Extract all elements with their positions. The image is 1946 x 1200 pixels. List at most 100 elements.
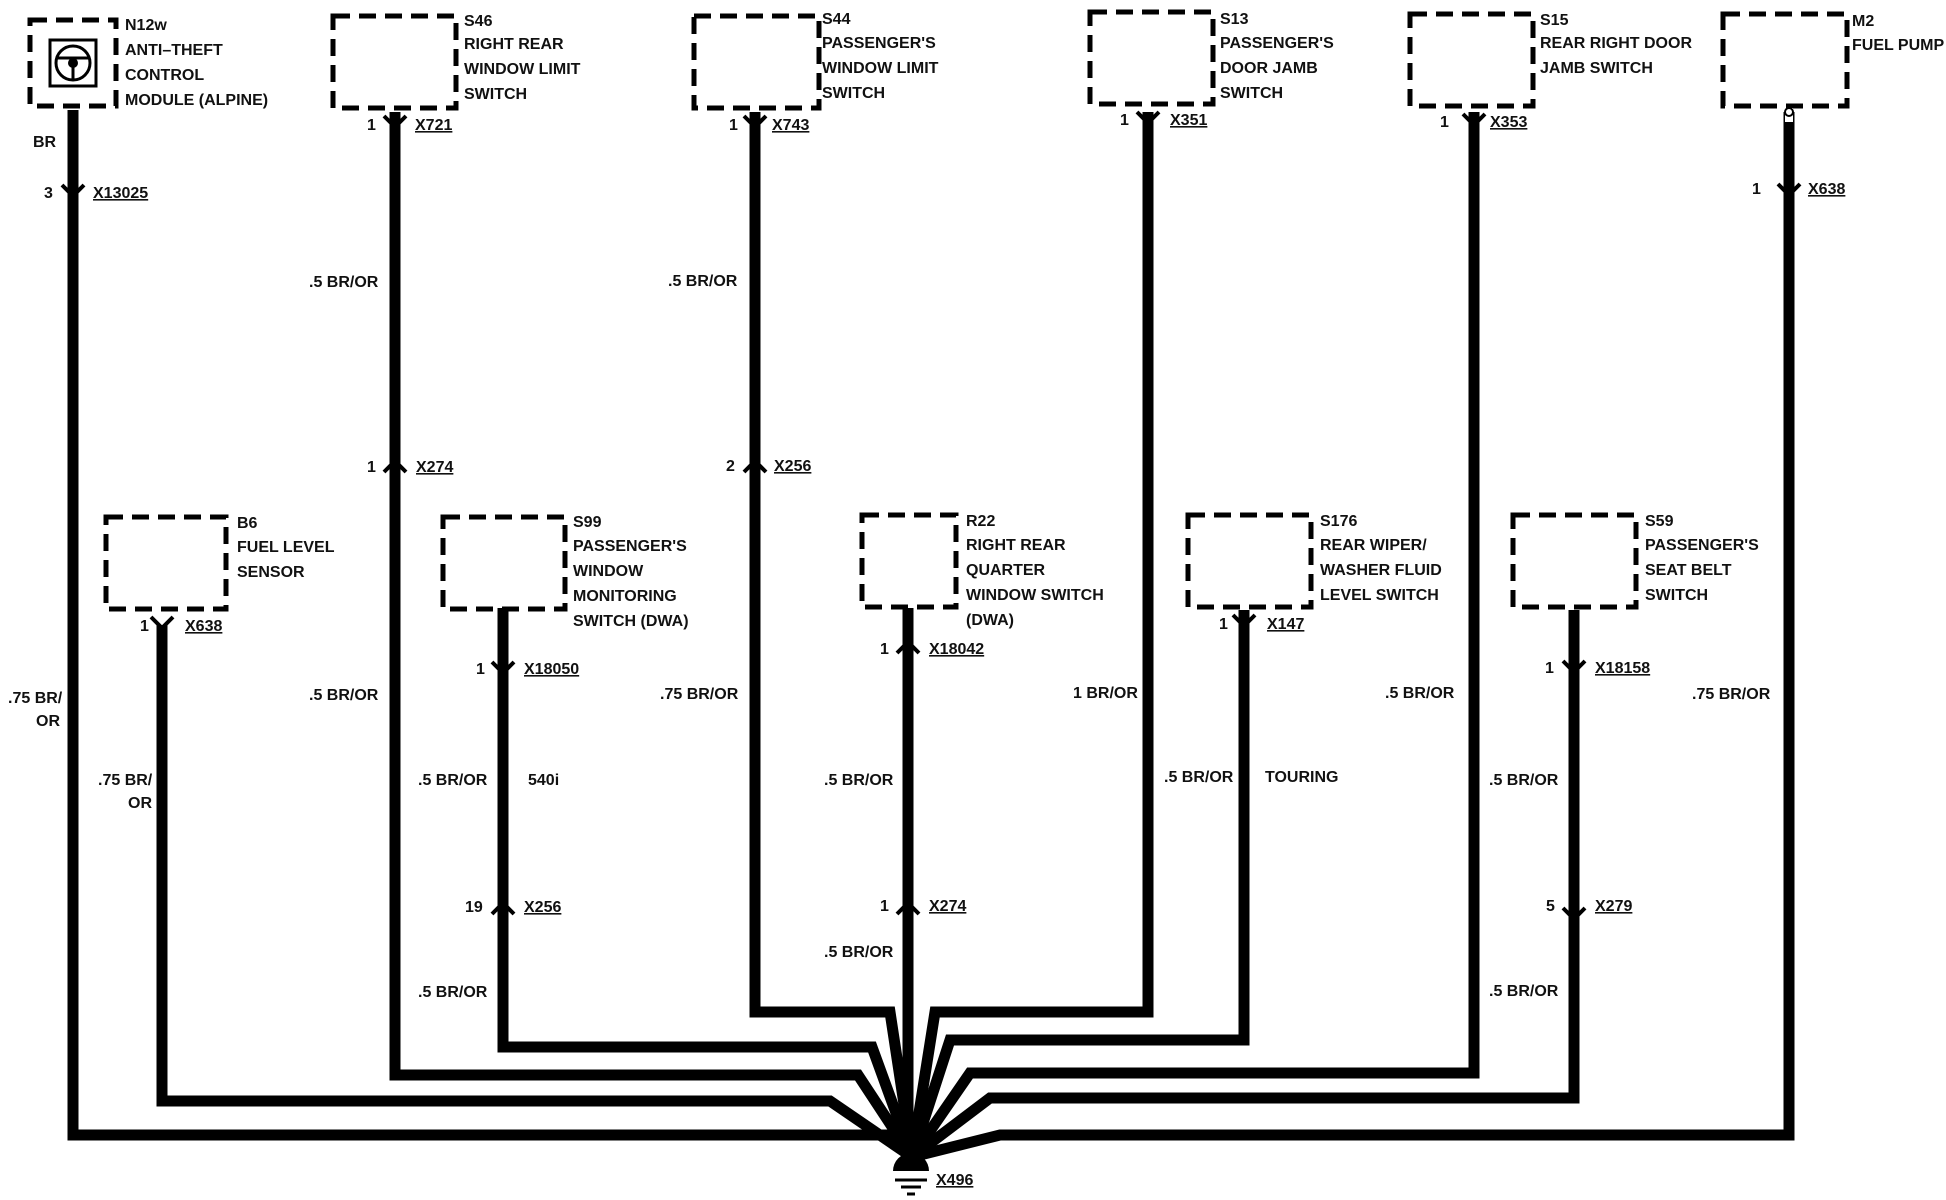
s99-desc-4: SWITCH (DWA)	[573, 613, 689, 630]
wire-s59	[908, 610, 1580, 1162]
x743-mark	[742, 114, 768, 130]
wire-labels: BR .75 BR/ OR .5 BR/OR .5 BR/OR .5 BR/OR…	[8, 134, 1771, 1001]
m2-lead-pin	[1784, 107, 1794, 117]
wire-m2	[910, 112, 1795, 1163]
s15-desc-2: JAMB SWITCH	[1540, 60, 1653, 77]
wire-label-b6-1: .75 BR/	[98, 772, 153, 789]
wire-label-s59-lower: .5 BR/OR	[1489, 983, 1559, 1000]
x279-name: X279	[1595, 898, 1632, 915]
x18042-name: X18042	[929, 641, 984, 658]
wire-label-s176-main: .5 BR/OR	[1164, 769, 1234, 786]
x256-a-mark	[742, 458, 768, 474]
s15-id: S15	[1540, 12, 1569, 29]
s59-box	[1510, 512, 1639, 610]
s13-box	[1087, 9, 1216, 107]
wire-label-s176-note: TOURING	[1265, 769, 1338, 786]
component-labels: N12w ANTI–THEFT CONTROL MODULE (ALPINE) …	[125, 11, 1944, 630]
x274-a-pin: 1	[367, 459, 376, 476]
s44-id: S44	[822, 11, 851, 28]
x147-mark	[1231, 613, 1257, 629]
s13-desc-3: SWITCH	[1220, 85, 1283, 102]
x13025-pin: 3	[44, 185, 53, 202]
wire-label-m2-main: .75 BR/OR	[1692, 686, 1771, 703]
b6-box	[103, 514, 229, 612]
wire-label-s44-lower: .75 BR/OR	[660, 686, 739, 703]
x638-b6-mark	[149, 615, 175, 631]
s44-desc-1: PASSENGER'S	[822, 35, 936, 52]
x18042-mark	[895, 639, 921, 655]
ground-symbol: X496	[893, 1153, 973, 1196]
x274-b-pin: 1	[880, 898, 889, 915]
x353-mark	[1461, 112, 1487, 128]
wire-label-s99-lower: .5 BR/OR	[418, 984, 488, 1001]
s44-desc-3: SWITCH	[822, 85, 885, 102]
r22-box	[859, 512, 959, 610]
wire-label-n12w-2: OR	[36, 713, 60, 730]
b6-id: B6	[237, 515, 258, 532]
s59-desc-3: SWITCH	[1645, 587, 1708, 604]
s59-desc-1: PASSENGER'S	[1645, 537, 1759, 554]
x743-name: X743	[772, 117, 809, 134]
x638-b6-name: X638	[185, 618, 222, 635]
s46-desc-1: RIGHT REAR	[464, 36, 564, 53]
s99-box	[440, 514, 568, 612]
wires	[67, 110, 1795, 1163]
s46-desc-3: SWITCH	[464, 86, 527, 103]
x18050-mark	[490, 660, 516, 676]
x256-a-name: X256	[774, 458, 811, 475]
x256-b-mark	[490, 900, 516, 916]
x256-b-name: X256	[524, 899, 561, 916]
connector-labels: 3 X13025 1 X721 1 X743 1 X351 1 X353 1 X…	[44, 112, 1845, 916]
n12w-box	[27, 17, 119, 109]
x638-b6-pin: 1	[140, 618, 149, 635]
steering-wheel-icon-frame	[48, 38, 98, 88]
x147-pin: 1	[1219, 616, 1228, 633]
x721-pin: 1	[367, 117, 376, 134]
components	[27, 9, 1850, 612]
wire-s46	[389, 112, 917, 1161]
x256-b-pin: 19	[465, 899, 483, 916]
x638-top-mark	[1776, 182, 1802, 198]
x18158-pin: 1	[1545, 660, 1554, 677]
x274-a-mark	[382, 458, 408, 474]
connector-marks	[60, 110, 1802, 922]
wire-s44	[749, 112, 918, 1158]
s15-box	[1407, 11, 1536, 109]
x353-pin: 1	[1440, 114, 1449, 131]
n12w-id: N12w	[125, 17, 167, 34]
wire-label-s46-lower: .5 BR/OR	[309, 687, 379, 704]
s13-id: S13	[1220, 11, 1249, 28]
r22-desc-4: (DWA)	[966, 612, 1014, 629]
x274-b-name: X274	[929, 898, 966, 915]
wire-s176	[906, 610, 1250, 1159]
s44-desc-2: WINDOW LIMIT	[822, 60, 939, 77]
s46-box	[330, 13, 459, 111]
wire-label-s13-main: 1 BR/OR	[1073, 685, 1138, 702]
b6-desc-1: FUEL LEVEL	[237, 539, 335, 556]
s15-desc-1: REAR RIGHT DOOR	[1540, 35, 1692, 52]
s99-id: S99	[573, 514, 602, 531]
x18158-name: X18158	[1595, 660, 1650, 677]
wire-s15	[907, 112, 1480, 1161]
wire-b6	[156, 625, 916, 1162]
wire-label-r22-lower: .5 BR/OR	[824, 944, 894, 961]
m2-desc-1: FUEL PUMP	[1852, 37, 1944, 54]
wire-label-n12w-1: .75 BR/	[8, 690, 63, 707]
steering-wheel-spokes-icon	[57, 56, 89, 80]
wire-label-br: BR	[33, 134, 57, 151]
ground-icon	[893, 1153, 929, 1171]
ground-connector-label: X496	[936, 1172, 973, 1189]
x743-pin: 1	[729, 117, 738, 134]
wire-label-s99-note: 540i	[528, 772, 559, 789]
x18042-pin: 1	[880, 641, 889, 658]
x351-mark	[1135, 110, 1161, 126]
wire-label-s44-upper: .5 BR/OR	[668, 273, 738, 290]
x638-top-name: X638	[1808, 181, 1845, 198]
n12w-desc-3: MODULE (ALPINE)	[125, 92, 268, 109]
x274-a-name: X274	[416, 459, 453, 476]
x18158-mark	[1561, 659, 1587, 675]
x279-pin: 5	[1546, 898, 1555, 915]
x256-a-pin: 2	[726, 458, 735, 475]
s99-desc-2: WINDOW	[573, 563, 644, 580]
s176-desc-3: LEVEL SWITCH	[1320, 587, 1439, 604]
